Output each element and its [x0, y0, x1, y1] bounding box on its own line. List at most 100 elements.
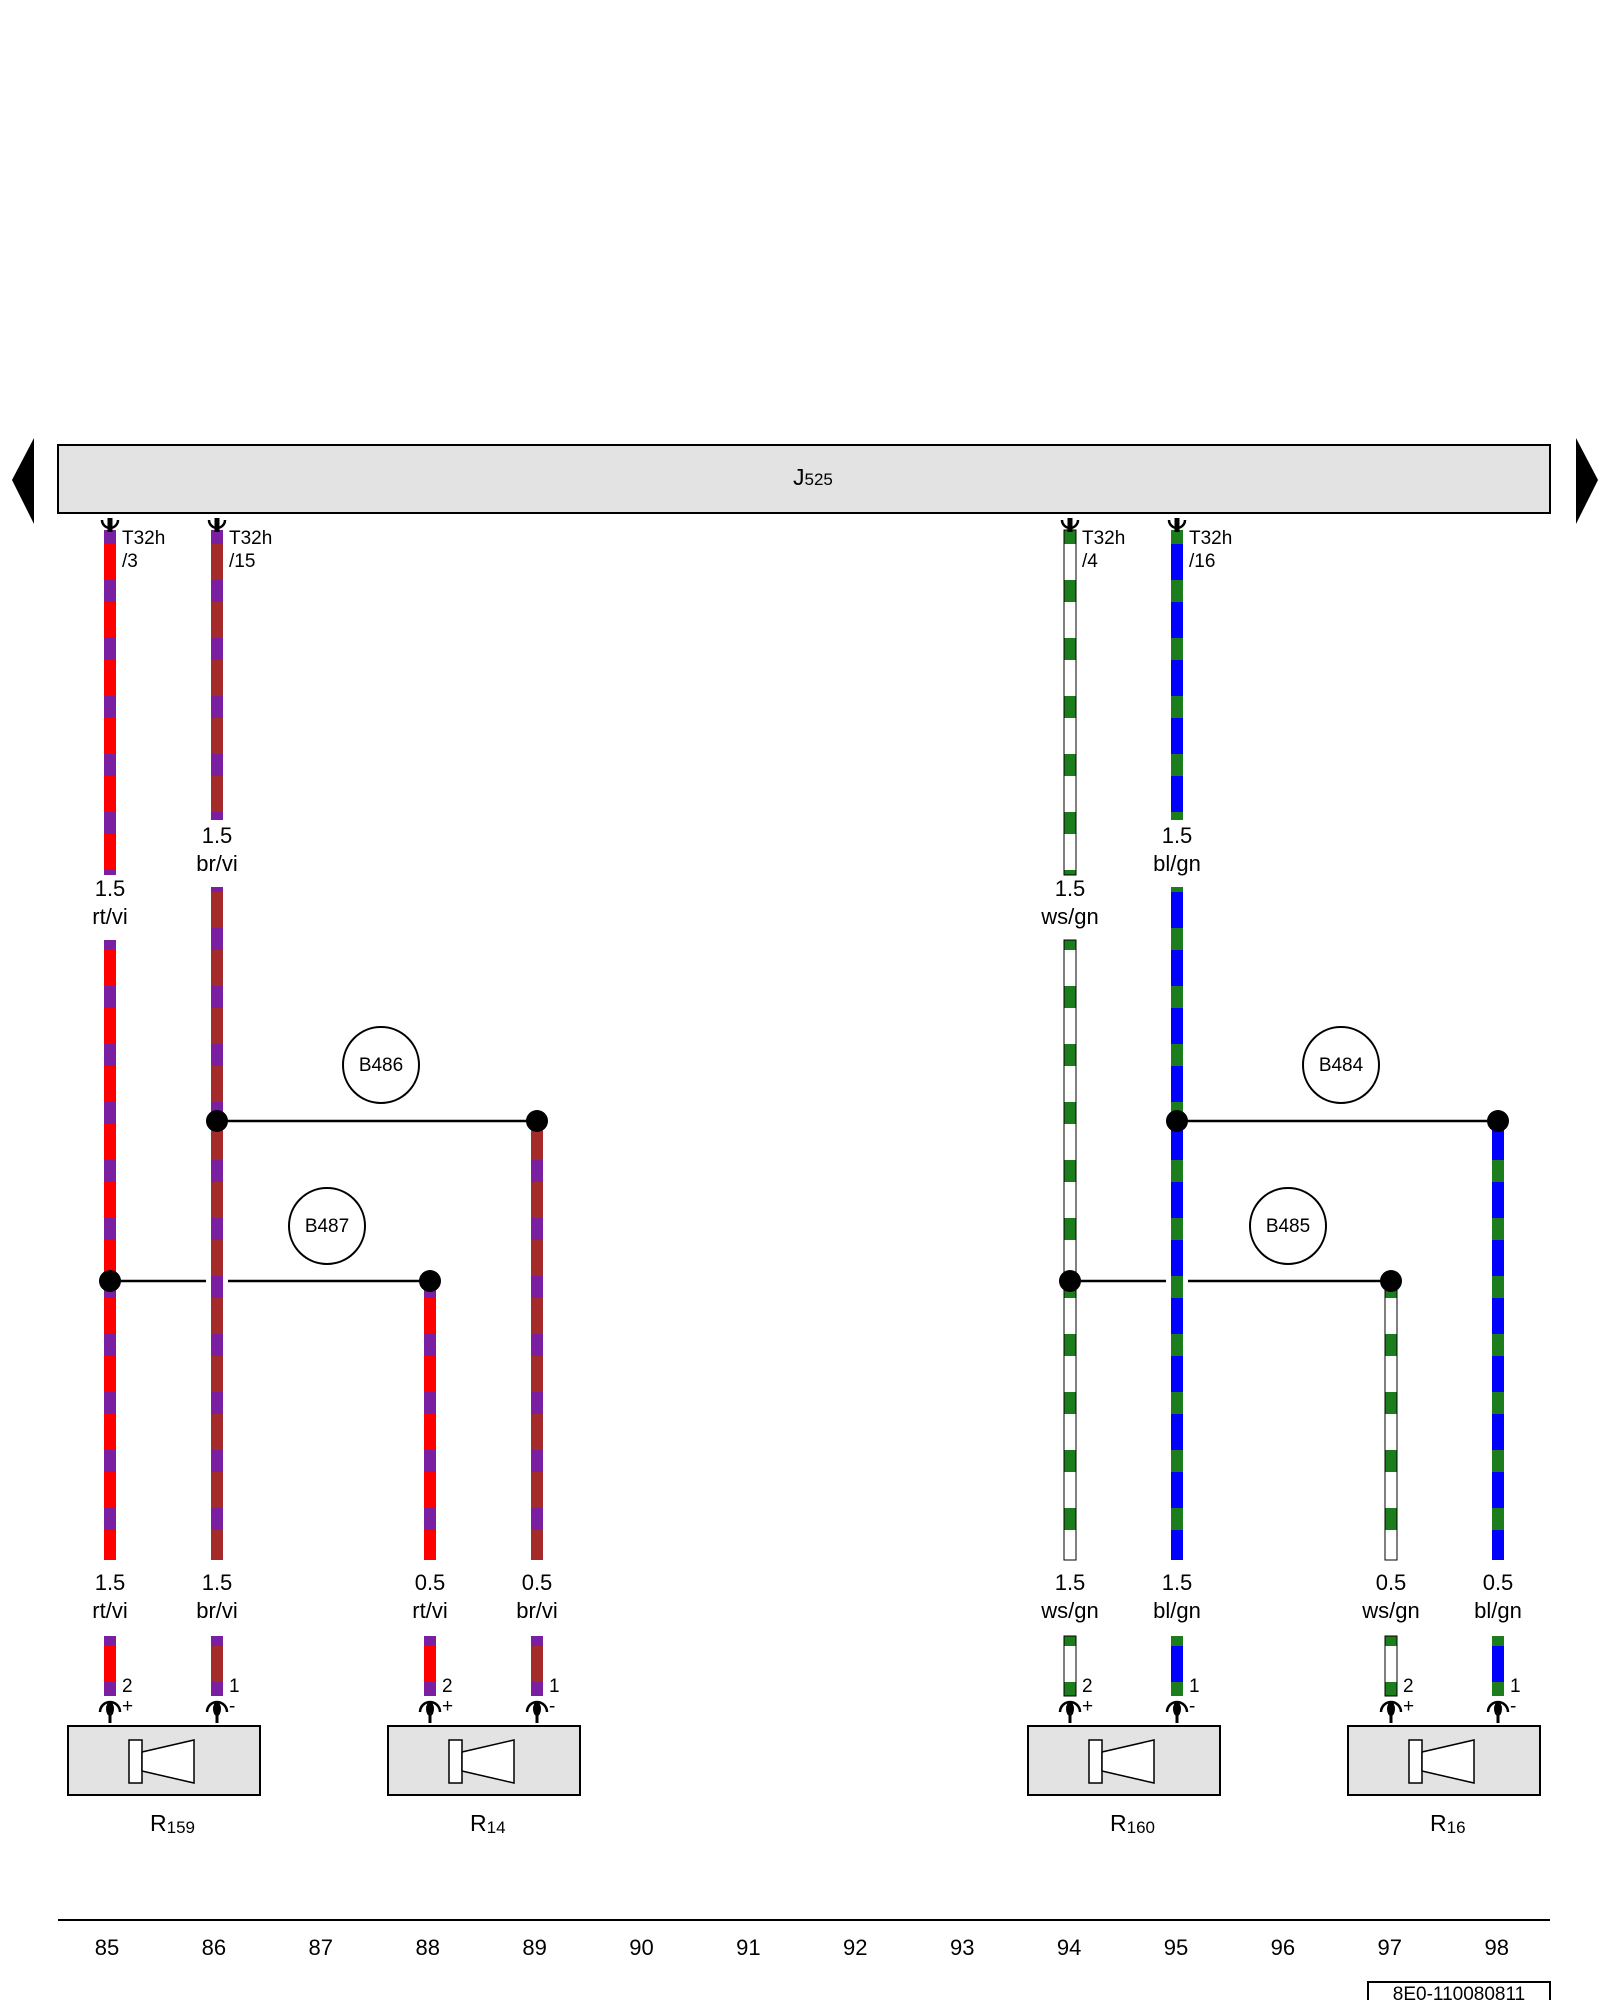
ruler-number: 94 — [1057, 1935, 1081, 1960]
wire-rtvi-upper — [104, 530, 116, 875]
connector-pin-icon — [100, 518, 120, 532]
junction-dot — [1059, 1270, 1081, 1292]
wire-size: 1.5 — [95, 876, 126, 901]
ruler-number: 87 — [309, 1935, 333, 1960]
wire-color: br/vi — [196, 851, 238, 876]
pin-number: 1 — [229, 1676, 240, 1697]
pin-number: 2 — [1403, 1676, 1414, 1697]
ruler-number: 92 — [843, 1935, 867, 1960]
pin-polarity: + — [1082, 1696, 1093, 1717]
wire-size: 1.5 — [1055, 1570, 1086, 1595]
pin-polarity: - — [549, 1696, 555, 1717]
wire-labels: 1.5 rt/vi 1.5 br/vi 1.5 ws/gn 1.5 bl/gn … — [92, 823, 1522, 1623]
connector-pin-icon — [1058, 1700, 1082, 1723]
wire-wsgn-upper — [1063, 529, 1077, 876]
ruler-number: 89 — [522, 1935, 546, 1960]
ruler-number: 85 — [95, 1935, 119, 1960]
wire-color: bl/gn — [1153, 1598, 1201, 1623]
connector-pin-icon — [525, 1700, 549, 1723]
connector-pin-icon — [205, 1700, 229, 1723]
triangle-right-icon[interactable] — [1576, 438, 1598, 524]
ruler-number: 88 — [415, 1935, 439, 1960]
pin-label: /16 — [1189, 551, 1215, 572]
control-unit-j525: J525 — [57, 444, 1551, 514]
wire-size: 0.5 — [1376, 1570, 1407, 1595]
splice-b485[interactable]: B485 — [1249, 1187, 1327, 1265]
stub-r14-minus — [531, 1636, 543, 1696]
stub-r14-plus — [424, 1636, 436, 1696]
diagram-id: 8E0-110080811 — [1393, 1984, 1525, 2000]
stub-r159-minus — [211, 1636, 223, 1696]
connector-label: T32h — [1189, 528, 1232, 549]
connector-pin-icon — [1060, 518, 1080, 532]
wire-blgn-lower — [1171, 887, 1183, 1560]
junction-dots — [99, 1110, 1509, 1292]
pin-number: 1 — [549, 1676, 560, 1697]
connector-pin-icon — [1165, 1700, 1189, 1723]
wire-size: 1.5 — [1162, 1570, 1193, 1595]
connector-pin-icon — [1486, 1700, 1510, 1723]
connector-pin-icon — [1167, 518, 1187, 532]
splice-label: B485 — [1266, 1216, 1310, 1237]
top-pin-labels: T32h /3 T32h /15 T32h /4 T32h /16 — [122, 528, 1232, 572]
pin-number: 2 — [442, 1676, 453, 1697]
pin-polarity: - — [1189, 1696, 1195, 1717]
wire-blgn-upper — [1171, 530, 1183, 820]
speaker-r160 — [1027, 1725, 1221, 1796]
wire-size: 1.5 — [1055, 876, 1086, 901]
speaker-r159 — [67, 1725, 261, 1796]
wire-brvi-lower — [211, 887, 223, 1560]
junction-dot — [1487, 1110, 1509, 1132]
ruler-number: 90 — [629, 1935, 653, 1960]
splice-b486[interactable]: B486 — [342, 1026, 420, 1104]
splice-label: B484 — [1319, 1055, 1364, 1076]
pin-number: 2 — [122, 1676, 133, 1697]
ruler-number: 93 — [950, 1935, 974, 1960]
wire-rtvi-lower — [104, 940, 116, 1560]
control-unit-box — [57, 444, 1551, 514]
junction-dot — [1166, 1110, 1188, 1132]
wire-size: 1.5 — [1162, 823, 1193, 848]
wire-color: bl/gn — [1153, 851, 1201, 876]
splice-label: B487 — [305, 1216, 349, 1237]
splice-label: B486 — [359, 1055, 403, 1076]
connector-label: T32h — [1082, 528, 1125, 549]
ruler-number: 95 — [1164, 1935, 1188, 1960]
stub-r159-plus — [104, 1636, 116, 1696]
speaker-r14 — [387, 1725, 581, 1796]
ruler-number: 86 — [202, 1935, 226, 1960]
speaker-icon — [1408, 1739, 1475, 1784]
speaker-icon — [1088, 1739, 1155, 1784]
connector-pin-icon — [98, 1700, 122, 1723]
splice-b484[interactable]: B484 — [1302, 1026, 1380, 1104]
diagram-id-box: 8E0-110080811 — [1367, 1981, 1551, 2000]
wire-color: bl/gn — [1474, 1598, 1522, 1623]
wire-size: 0.5 — [522, 1570, 553, 1595]
wire-size: 0.5 — [415, 1570, 446, 1595]
wire-wsgn-branch — [1384, 1281, 1398, 1561]
control-unit-label: J525 — [793, 464, 833, 490]
branch-lines — [110, 1119, 1498, 1283]
wire-color: rt/vi — [412, 1598, 447, 1623]
connector-pin-icon — [1379, 1700, 1403, 1723]
wire-color: br/vi — [516, 1598, 558, 1623]
pin-number: 1 — [1510, 1676, 1521, 1697]
triangle-left-icon[interactable] — [12, 438, 34, 524]
pin-number: 1 — [1189, 1676, 1200, 1697]
splice-b487[interactable]: B487 — [288, 1187, 366, 1265]
ruler-number: 97 — [1378, 1935, 1402, 1960]
speaker-label-r14: R14 — [470, 1810, 506, 1837]
stub-r160-minus — [1171, 1636, 1183, 1696]
pin-polarity: + — [442, 1696, 453, 1717]
wires — [104, 529, 1504, 1697]
wire-brvi-branch — [531, 1121, 543, 1560]
wire-color: rt/vi — [92, 904, 127, 929]
ruler-number: 98 — [1484, 1935, 1508, 1960]
speaker-labels: R159 R14 R160 R16 — [150, 1810, 1466, 1837]
speaker-pin-labels: 2 + 1 - 2 + 1 - 2 + 1 - 2 + 1 - — [122, 1676, 1521, 1717]
ruler-number: 91 — [736, 1935, 760, 1960]
wire-size: 1.5 — [202, 823, 233, 848]
speaker-icon — [448, 1739, 515, 1784]
speakers — [67, 1725, 1541, 1796]
